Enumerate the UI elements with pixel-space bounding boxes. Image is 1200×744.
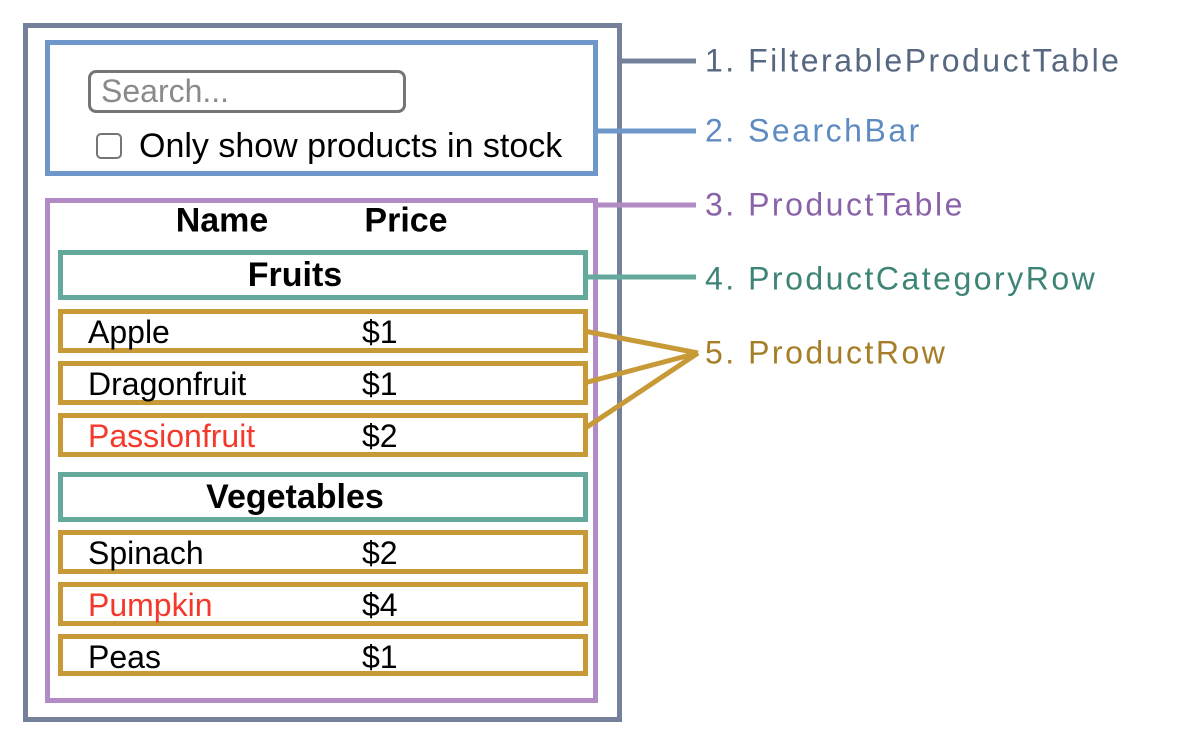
legend-search-bar: 2. SearchBar [705, 112, 922, 149]
stock-checkbox[interactable] [96, 133, 122, 159]
product-row-pumpkin: Pumpkin $4 [58, 582, 588, 626]
product-name: Passionfruit [88, 418, 256, 454]
category-row-vegetables: Vegetables [58, 472, 588, 522]
search-input[interactable] [88, 70, 406, 113]
product-row-dragonfruit: Dragonfruit $1 [58, 361, 588, 405]
product-row-peas: Peas $1 [58, 634, 588, 676]
category-label: Vegetables [206, 477, 384, 516]
column-header-price: Price [364, 201, 448, 240]
product-row-apple: Apple $1 [58, 309, 588, 353]
product-name: Spinach [88, 535, 204, 571]
legend-product-category-row: 4. ProductCategoryRow [705, 260, 1098, 297]
product-row-passionfruit: Passionfruit $2 [58, 413, 588, 457]
stock-filter-row[interactable]: Only show products in stock [96, 129, 562, 163]
product-price: $1 [362, 314, 398, 350]
product-name: Apple [88, 314, 170, 350]
product-price: $1 [362, 639, 398, 675]
stock-checkbox-label: Only show products in stock [139, 127, 563, 165]
legend-filterable-product-table: 1. FilterableProductTable [705, 42, 1122, 79]
product-row-spinach: Spinach $2 [58, 530, 588, 574]
category-label: Fruits [247, 255, 343, 294]
legend-product-table: 3. ProductTable [705, 186, 965, 223]
product-table-box [45, 198, 598, 703]
product-price: $2 [362, 535, 398, 571]
product-name: Peas [88, 639, 161, 675]
column-header-name: Name [175, 201, 269, 240]
product-price: $2 [362, 418, 398, 454]
category-row-fruits: Fruits [58, 250, 588, 300]
product-price: $1 [362, 366, 398, 402]
product-name: Dragonfruit [88, 366, 247, 402]
product-price: $4 [362, 587, 398, 623]
product-name: Pumpkin [88, 587, 213, 623]
legend-product-row: 5. ProductRow [705, 334, 948, 371]
